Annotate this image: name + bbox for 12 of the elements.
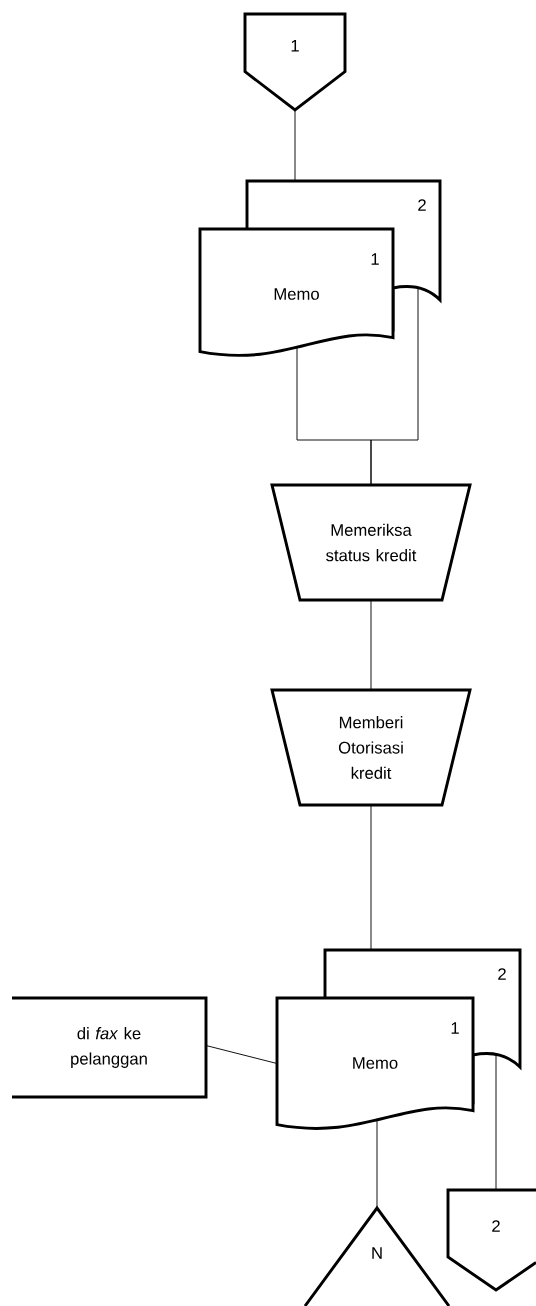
- connector-line: [370, 287, 419, 486]
- connector-line: [376, 1119, 378, 1209]
- process-box: di fax ke pelanggan: [10, 996, 208, 1099]
- connector-line: [370, 599, 372, 691]
- connector-line: [294, 109, 296, 182]
- manual-operation-trapezoid: Memberi Otorisasi kredit: [270, 688, 472, 807]
- off-page-connector: 1: [243, 12, 347, 112]
- connector-line: [205, 1045, 278, 1064]
- connector-line: [370, 804, 372, 951]
- off-page-connector: 2: [446, 1188, 536, 1292]
- manual-operation-trapezoid: Memeriksa status kredit: [270, 483, 472, 602]
- connector-line: [495, 1053, 497, 1191]
